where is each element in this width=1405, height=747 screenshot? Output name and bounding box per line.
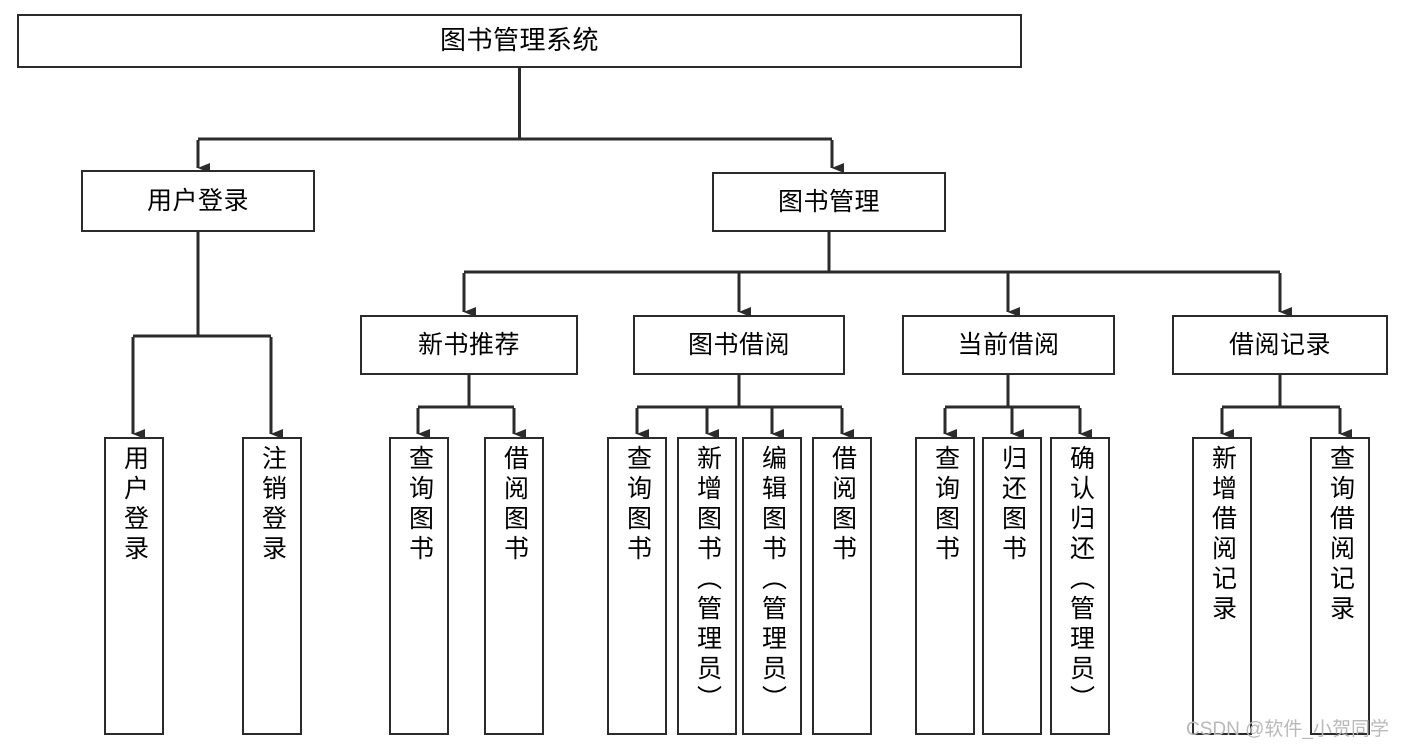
leaf-record-query-record[interactable]: 查询借阅记录: [1310, 437, 1370, 735]
leaf-recommend-borrow-book[interactable]: 借阅图书: [484, 437, 544, 735]
node-label: 编辑图书（管理员）: [758, 445, 787, 715]
node-label: 用户登录: [146, 187, 249, 215]
leaf-borrow-query-book[interactable]: 查询图书: [607, 437, 667, 735]
node-label: 图书管理系统: [439, 25, 599, 56]
leaf-user-login-login[interactable]: 用户登录: [104, 437, 164, 735]
leaf-user-login-logout[interactable]: 注销登录: [242, 437, 302, 735]
leaf-recommend-query-book[interactable]: 查询图书: [389, 437, 449, 735]
node-borrow-record[interactable]: 借阅记录: [1172, 315, 1388, 375]
node-root-system[interactable]: 图书管理系统: [17, 14, 1022, 68]
node-label: 当前借阅: [957, 331, 1060, 359]
node-label: 图书借阅: [687, 331, 790, 359]
node-label: 查询图书: [623, 445, 652, 565]
node-label: 新书推荐: [417, 331, 520, 359]
csdn-watermark: CSDN @软件_小贺同学: [1186, 719, 1389, 740]
node-label: 查询借阅记录: [1326, 445, 1355, 625]
node-label: 借阅图书: [500, 445, 529, 565]
leaf-borrow-edit-book[interactable]: 编辑图书（管理员）: [742, 437, 802, 735]
leaf-borrow-borrow-book[interactable]: 借阅图书: [812, 437, 872, 735]
node-user-login[interactable]: 用户登录: [81, 170, 315, 232]
node-label: 注销登录: [258, 445, 287, 565]
node-label: 图书管理: [777, 188, 880, 216]
node-label: 新增借阅记录: [1208, 445, 1237, 625]
node-label: 查询图书: [405, 445, 434, 565]
leaf-current-return-book[interactable]: 归还图书: [982, 437, 1042, 735]
leaf-current-query-book[interactable]: 查询图书: [915, 437, 975, 735]
leaf-record-add-record[interactable]: 新增借阅记录: [1192, 437, 1252, 735]
node-new-book-recommend[interactable]: 新书推荐: [360, 315, 578, 375]
node-label: 归还图书: [998, 445, 1027, 565]
node-book-management[interactable]: 图书管理: [712, 172, 946, 232]
leaf-borrow-add-book[interactable]: 新增图书（管理员）: [677, 437, 737, 735]
leaf-current-confirm-return[interactable]: 确认归还（管理员）: [1050, 437, 1110, 735]
node-label: 用户登录: [120, 445, 149, 565]
node-label: 借阅图书: [828, 445, 857, 565]
node-book-borrow[interactable]: 图书借阅: [633, 315, 845, 375]
node-label: 借阅记录: [1228, 331, 1331, 359]
node-label: 新增图书（管理员）: [693, 445, 722, 715]
node-label: 确认归还（管理员）: [1066, 445, 1095, 715]
node-label: 查询图书: [931, 445, 960, 565]
node-current-borrow[interactable]: 当前借阅: [902, 315, 1115, 375]
